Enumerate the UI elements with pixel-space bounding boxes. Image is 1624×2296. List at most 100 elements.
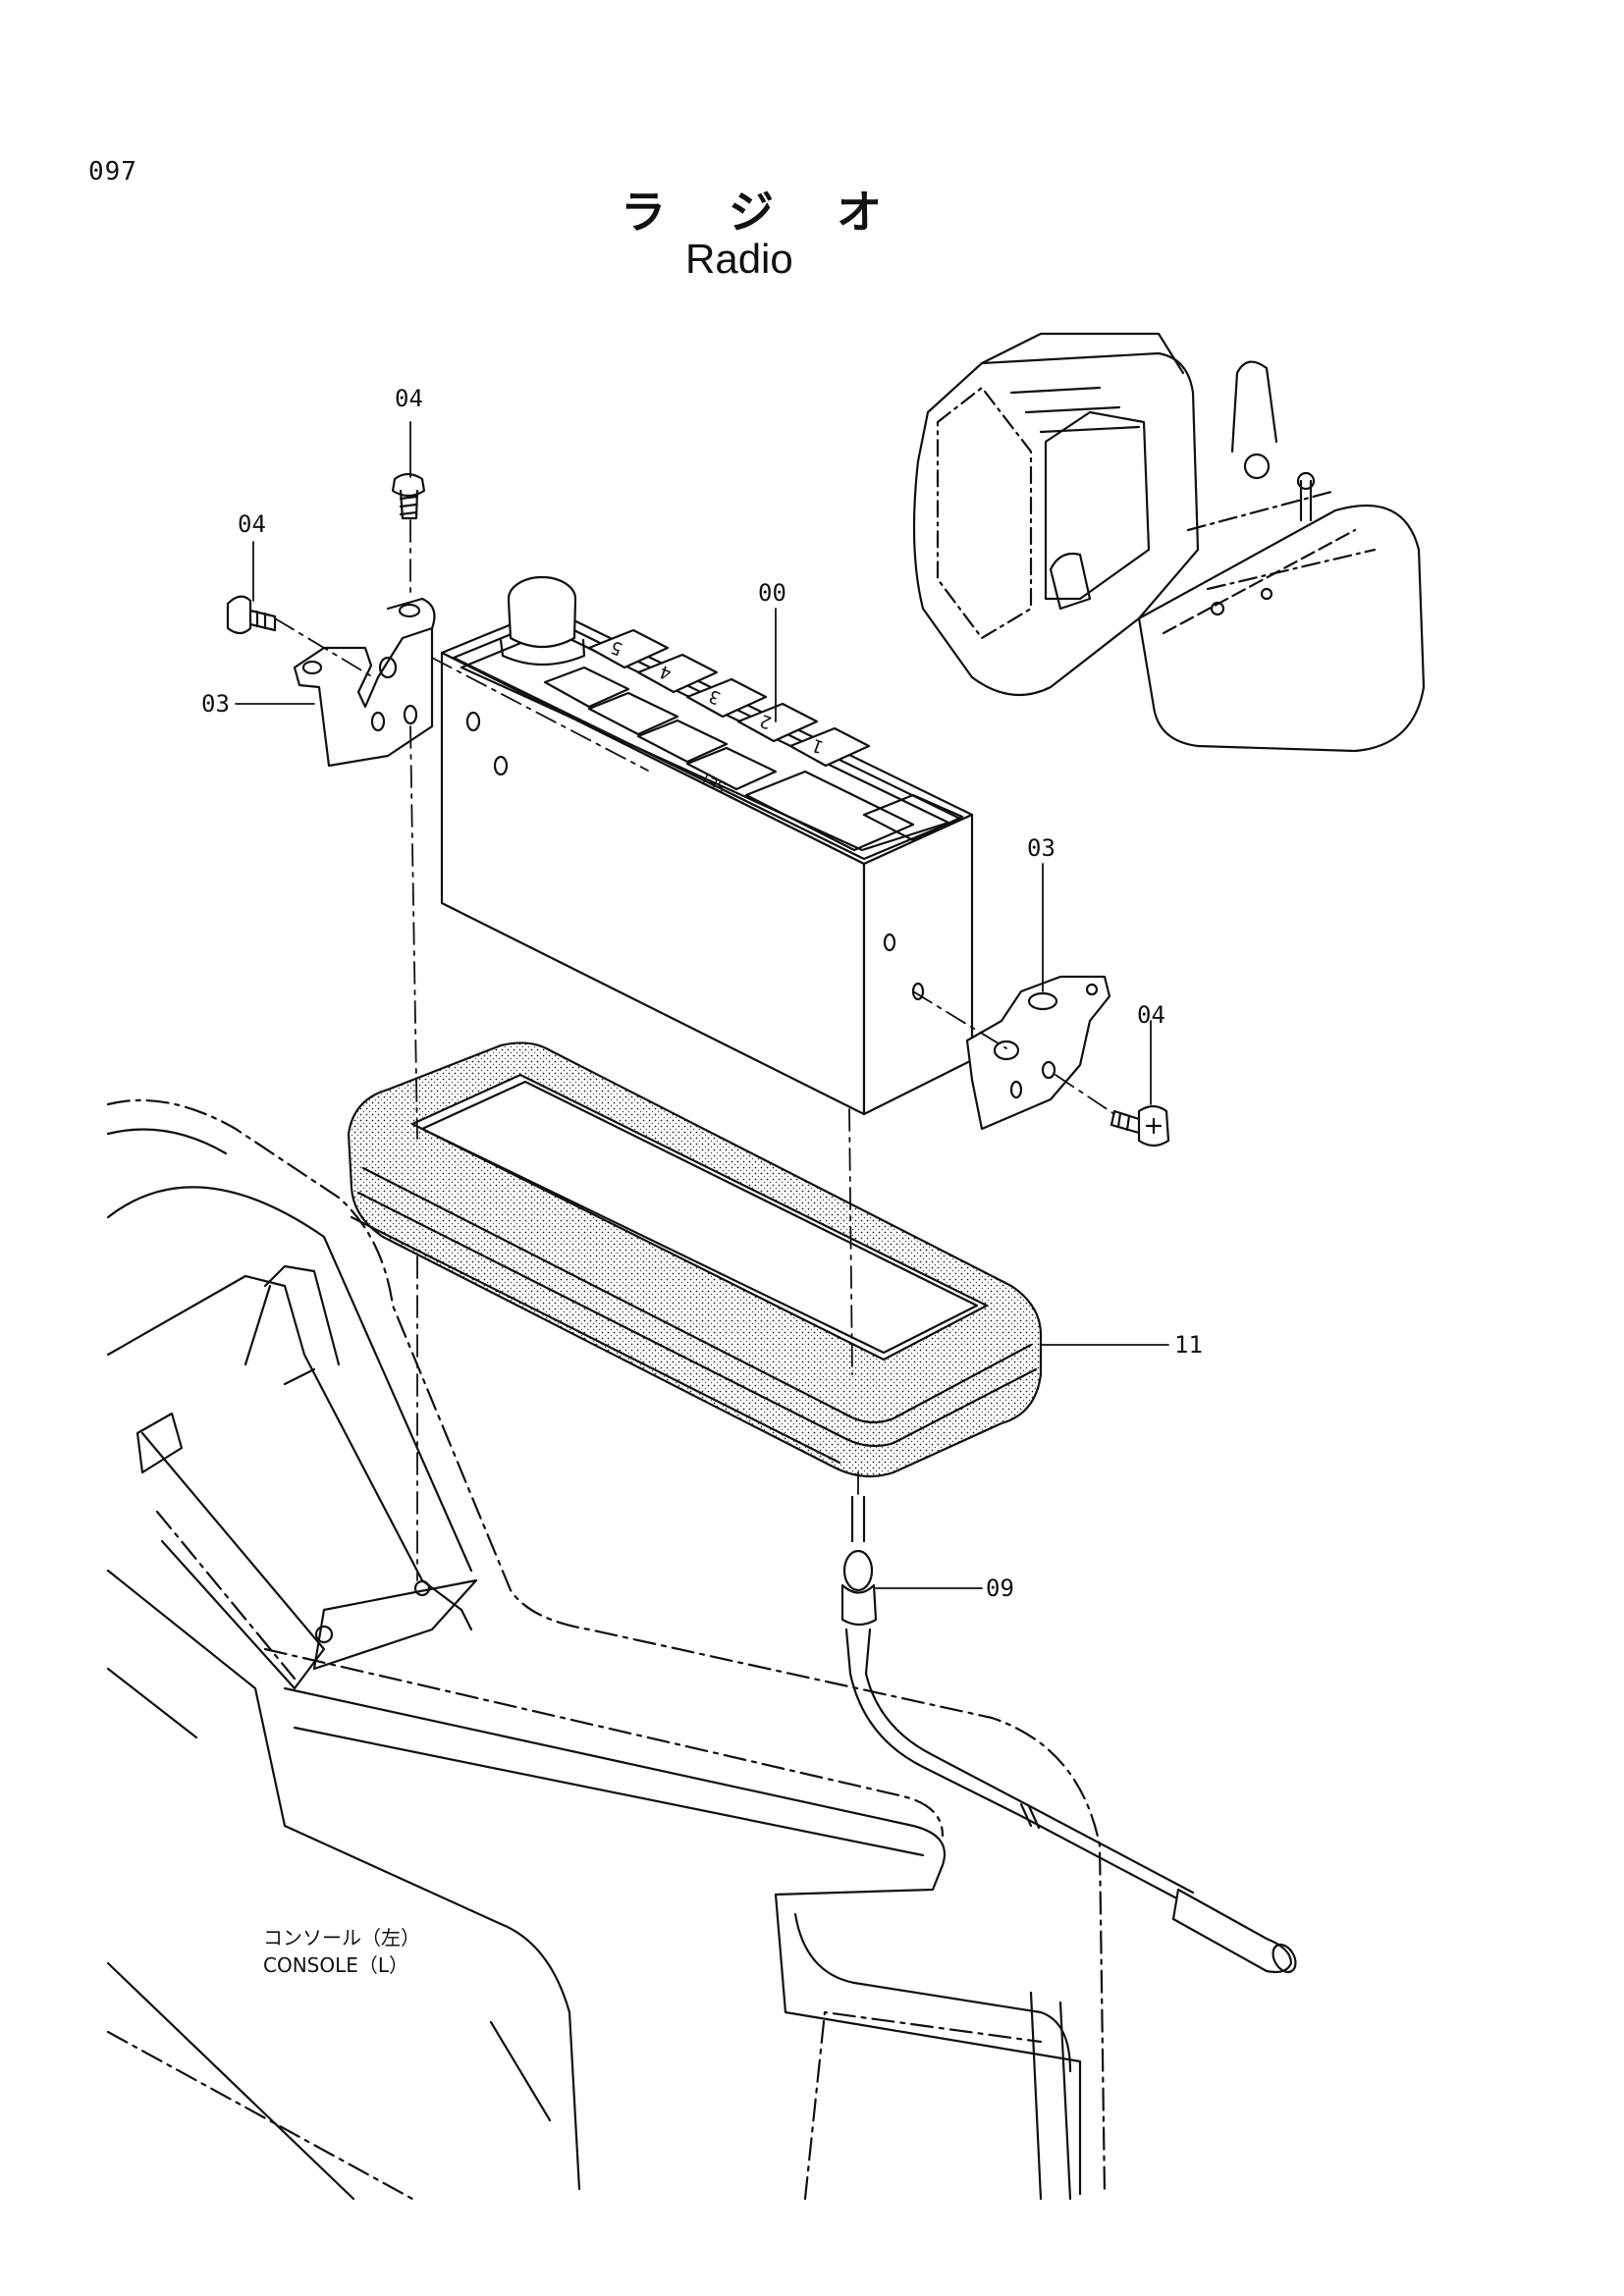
handrail xyxy=(1230,360,1278,454)
volume-knob-body xyxy=(507,599,577,648)
bracket-right-slot-1 xyxy=(993,1040,1020,1061)
bracket-right-hole-2 xyxy=(1041,1060,1056,1080)
console-pocket xyxy=(140,1431,326,1690)
console-caption-en: CONSOLE（L） xyxy=(263,1953,409,1977)
part-label-04-top: 04 xyxy=(395,385,423,412)
console-front-panel xyxy=(774,1893,1082,2196)
lower-button-1 xyxy=(543,666,630,709)
screw-left-part-04 xyxy=(226,595,277,635)
antenna-plug-tip xyxy=(1272,1943,1297,1974)
radio-right-hole-1 xyxy=(883,933,896,952)
lower-button-2 xyxy=(587,691,679,736)
title-japanese: ラジオ xyxy=(589,177,913,241)
preset-button-5: 5 xyxy=(587,628,670,669)
console-side xyxy=(106,1569,581,2191)
console-front-inner-2 xyxy=(803,2010,1043,2201)
cab-roof xyxy=(980,332,1185,375)
bracket-left-slot xyxy=(301,660,323,675)
bezel-inner-lip xyxy=(420,1080,979,1355)
console-outer-2 xyxy=(106,1128,228,1155)
bezel-groove-1 xyxy=(361,1166,1033,1424)
bracket-left-hole-2 xyxy=(403,704,418,725)
volume-knob-base xyxy=(499,638,586,667)
antenna-cable-part-09 xyxy=(840,1495,1297,1974)
console-bottom-1 xyxy=(106,1961,355,2201)
antenna-cable xyxy=(848,1672,1190,1906)
cab-outline xyxy=(912,351,1200,697)
preset-button-2: 2 xyxy=(736,702,819,743)
lower-button-3 xyxy=(636,719,729,764)
console-shell-curve xyxy=(106,1186,473,1573)
bracket-left-hole-1 xyxy=(370,711,386,732)
screw-top-part-04 xyxy=(391,472,426,520)
console-front-inner xyxy=(793,1912,1072,2073)
console-mount-hole-1 xyxy=(413,1579,431,1597)
display-window xyxy=(744,770,915,852)
deck-hole-2 xyxy=(1260,587,1273,601)
part-label-11: 11 xyxy=(1174,1331,1203,1359)
deck-line-1 xyxy=(1186,489,1377,591)
part-label-03-left: 03 xyxy=(201,690,230,718)
part-label-09: 09 xyxy=(986,1575,1014,1602)
radio-bezel-part-11 xyxy=(347,1041,1043,1478)
title-ja-char-2: ジ xyxy=(729,186,774,239)
console-base-plate xyxy=(312,1578,478,1671)
alignment-lines xyxy=(274,519,1115,1581)
bracket-right-tab-hole xyxy=(1085,983,1099,996)
counterweight-inner xyxy=(1162,528,1357,635)
screw-right-part-04 xyxy=(1110,1104,1170,1148)
title-english: Radio xyxy=(685,236,793,282)
radio-unit-part-00: 5 4 3 2 1 SET xyxy=(440,575,974,1116)
console-tray-outer xyxy=(106,1274,473,1631)
title-ja-char-1: ラ xyxy=(621,186,666,239)
console-box-rim xyxy=(263,1647,945,1838)
part-label-00: 00 xyxy=(758,579,786,607)
bracket-left-part-03 xyxy=(293,597,436,768)
bezel-opening xyxy=(410,1073,989,1362)
deck-hole xyxy=(1210,601,1225,616)
bezel-groove-2 xyxy=(356,1191,1038,1448)
console-caption: コンソール（左） CONSOLE（L） xyxy=(263,1924,420,1979)
part-label-04-left: 04 xyxy=(238,510,266,538)
console-left-drawing xyxy=(106,1098,1107,2201)
console-caption-ja: コンソール（左） xyxy=(263,1926,420,1949)
console-bottom-3 xyxy=(489,2020,552,2122)
console-bottom-2 xyxy=(106,2030,414,2201)
preset-button-4: 4 xyxy=(636,653,719,694)
exhaust-pipe xyxy=(1299,479,1313,522)
console-tray-frame-2 xyxy=(244,1284,316,1386)
exhaust-cap-1 xyxy=(1243,453,1271,480)
console-leg xyxy=(1029,1991,1072,2201)
console-pocket-2 xyxy=(155,1510,297,1681)
part-label-04-right: 04 xyxy=(1137,1001,1165,1029)
page-number: 097 xyxy=(88,157,137,187)
counterweight-outline xyxy=(1137,504,1426,753)
cab-window-front xyxy=(936,386,1033,640)
antenna-plug xyxy=(1171,1888,1293,1974)
display-window-2 xyxy=(862,793,964,842)
console-box-front xyxy=(283,1686,947,1896)
preset-button-1: 1 xyxy=(788,726,871,768)
console-slot xyxy=(135,1412,184,1474)
bracket-left-top-slot xyxy=(398,603,421,618)
console-box-front-2 xyxy=(293,1726,925,1857)
cab-window-side xyxy=(1044,410,1151,601)
part-label-03-right: 03 xyxy=(1027,834,1056,862)
console-tray-frame-1 xyxy=(263,1264,341,1366)
radio-body-side xyxy=(862,813,974,1116)
exhaust-cap-2 xyxy=(1296,471,1316,491)
bracket-left-slot-2 xyxy=(378,656,398,679)
console-outer-1 xyxy=(106,1098,1107,2196)
set-button: SET xyxy=(685,746,778,795)
console-side-2 xyxy=(106,1667,198,1739)
bracket-right-part-03 xyxy=(965,975,1111,1131)
excavator-inset-drawing xyxy=(912,332,1426,753)
title-ja-char-3: オ xyxy=(837,186,882,239)
console-mount-hole-2 xyxy=(314,1625,334,1644)
leader-lines xyxy=(235,421,1169,1589)
bracket-right-slot-2 xyxy=(1027,991,1058,1011)
antenna-cable-2 xyxy=(864,1672,1195,1895)
radio-side-hole-1 xyxy=(465,711,481,732)
seat xyxy=(1049,552,1092,611)
